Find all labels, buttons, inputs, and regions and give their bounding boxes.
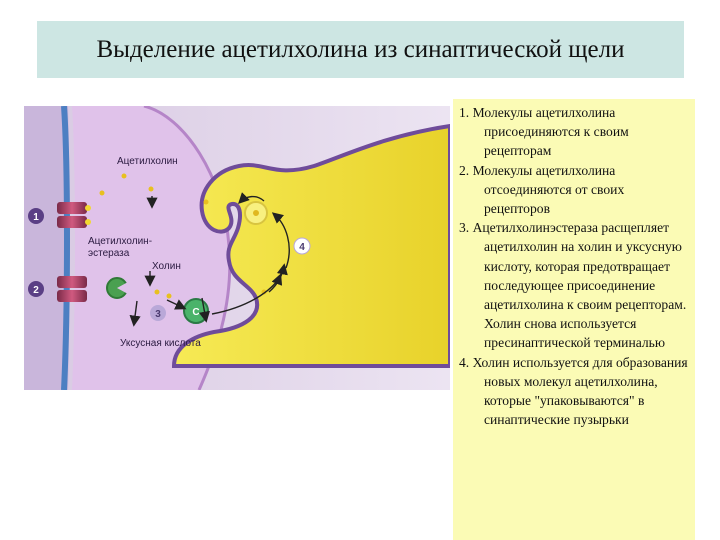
page-title: Выделение ацетилхолина из синаптической … bbox=[96, 35, 625, 63]
marker-3-label: 3 bbox=[155, 309, 161, 320]
step-4: 4. Холин используется для образования но… bbox=[459, 354, 688, 428]
label-choline: Холин bbox=[152, 261, 181, 272]
flow-arrows bbox=[129, 192, 290, 327]
step-2: 2. Молекулы ацетилхолина отсоединяются о… bbox=[459, 162, 625, 217]
step-3: 3. Ацетилхолинэстераза расщепляет ацетил… bbox=[459, 220, 687, 351]
marker-4 bbox=[293, 237, 311, 255]
label-acetic-acid: Уксусная кислота bbox=[120, 338, 201, 349]
label-esterase-line1: Ацетилхолин- bbox=[88, 236, 152, 247]
vesicle-molecule bbox=[253, 210, 259, 216]
marker-4-label: 4 bbox=[299, 242, 305, 253]
synapse-illustration: C 1 2 3 bbox=[24, 106, 450, 390]
axon-terminal bbox=[171, 123, 450, 368]
steps-panel: 1. Молекулы ацетилхолина присоединяются … bbox=[453, 99, 695, 540]
postsynaptic-membrane bbox=[61, 106, 70, 390]
postsynaptic-region bbox=[24, 106, 70, 390]
marker-1-label: 1 bbox=[33, 212, 39, 223]
synapse-diagram: C 1 2 3 bbox=[24, 106, 450, 390]
receptor-2 bbox=[57, 276, 87, 302]
marker-2-label: 2 bbox=[33, 285, 39, 296]
marker-2 bbox=[28, 281, 44, 297]
marker-1 bbox=[28, 208, 44, 224]
choline-marker-label: C bbox=[192, 307, 199, 318]
marker-3 bbox=[150, 305, 166, 321]
label-esterase-line2: эстераза bbox=[88, 248, 130, 259]
esterase-active-site bbox=[117, 282, 128, 294]
label-acetylcholine: Ацетилхолин bbox=[117, 156, 178, 167]
title-banner: Выделение ацетилхолина из синаптической … bbox=[37, 21, 684, 78]
receptor-1 bbox=[57, 202, 91, 228]
step-1: 1. Молекулы ацетилхолина присоединяются … bbox=[459, 105, 629, 159]
